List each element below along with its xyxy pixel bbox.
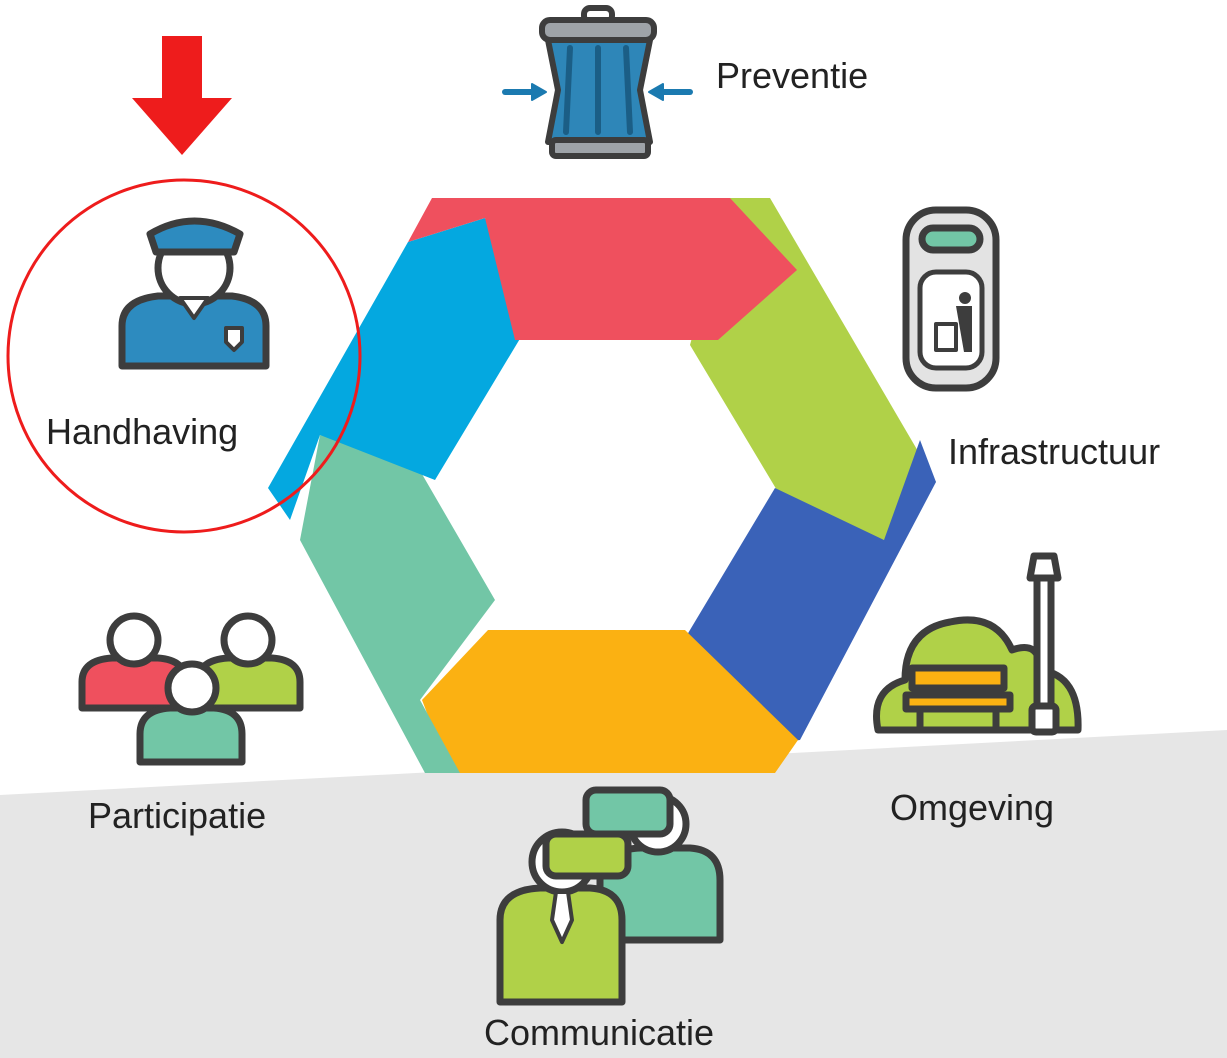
- label-preventie: Preventie: [716, 55, 869, 96]
- group-of-people-icon: [78, 612, 304, 766]
- hexagon-cycle: [268, 198, 936, 773]
- park-bench-lamp-icon: [873, 552, 1082, 736]
- label-communicatie: Communicatie: [484, 1012, 715, 1053]
- label-infrastructuur: Infrastructuur: [948, 431, 1161, 472]
- down-arrow-icon: [132, 36, 232, 155]
- compressed-trash-can-icon: [502, 5, 693, 159]
- highlight-circle: [6, 178, 362, 534]
- cycle-segment-yellow: [422, 630, 798, 773]
- label-omgeving: Omgeving: [890, 787, 1055, 828]
- label-participatie: Participatie: [88, 795, 267, 836]
- two-people-chatting-icon: [496, 786, 724, 1006]
- label-handhaving: Handhaving: [46, 411, 239, 452]
- cycle-segment-blue: [268, 218, 530, 520]
- litter-bin-icon: [902, 206, 1000, 392]
- cycle-segment-navy: [675, 440, 936, 752]
- cycle-segment-red: [408, 198, 797, 340]
- police-officer-icon: [118, 217, 270, 370]
- cycle-segment-teal: [300, 435, 495, 773]
